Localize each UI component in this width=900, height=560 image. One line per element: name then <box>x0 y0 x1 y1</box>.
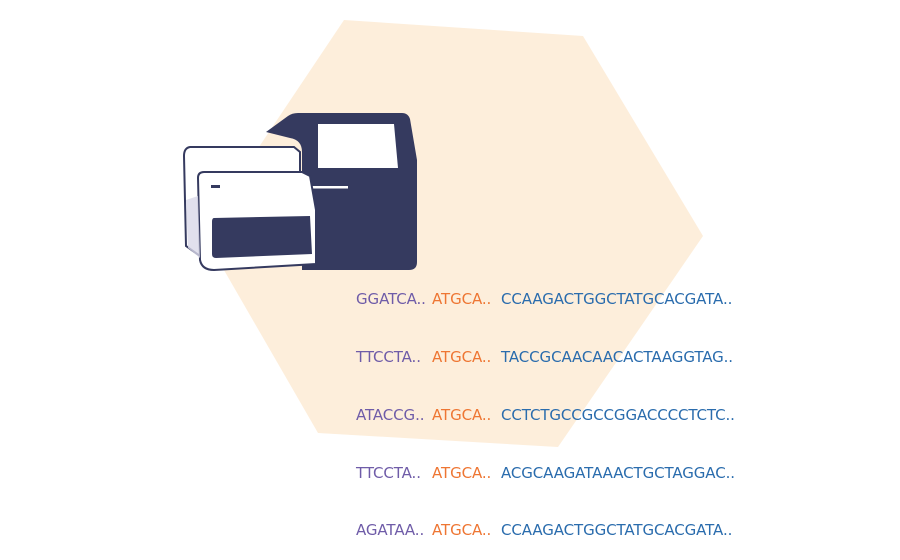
sequence-primer: ATGCA.. <box>432 463 492 482</box>
sequence-primer: ATGCA.. <box>432 289 492 308</box>
sequence-prefix: TTCCTA.. <box>356 347 421 366</box>
sequence-read: TACCGCAACAACACTAAGGTAG.. <box>501 347 733 366</box>
sequencer-front-panel <box>212 216 312 258</box>
sequence-row: GGATCA.. ATGCA.. CCAAGACTGGCTATGCACGATA.. <box>328 271 735 308</box>
sequence-row: AGATAA.. ATGCA.. CCAAGACTGGCTATGCACGATA.. <box>328 502 735 539</box>
illustration-graphics <box>182 20 703 447</box>
sequence-prefix: ATACCG.. <box>356 405 425 424</box>
sequence-read: CCAAGACTGGCTATGCACGATA.. <box>501 289 733 308</box>
sequencer-stripe <box>304 186 348 189</box>
sequence-read: CCAAGACTGGCTATGCACGATA.. <box>501 521 733 540</box>
sequencer-machine-icon <box>182 113 417 272</box>
sequence-prefix: TTCCTA.. <box>356 463 421 482</box>
sequence-reads: GGATCA..ATGCA..CCAAGACTGGCTATGCACGATA.. … <box>328 232 735 560</box>
sequence-row: TTCCTA.. ATGCA.. ACGCAAGATAAACTGCTAGGAC.. <box>328 444 735 482</box>
sequence-prefix: GGATCA.. <box>356 289 426 308</box>
sequencer-side-shade <box>186 196 200 258</box>
sequencer-screen <box>318 124 398 168</box>
sequence-read: CCTCTGCCGCCGGACCCCTCTC.. <box>501 405 735 424</box>
sequence-row: TTCCTA.. ATGCA.. TACCGCAACAACACTAAGGTAG.. <box>328 328 735 366</box>
sequence-primer: ATGCA.. <box>432 347 492 366</box>
sequence-prefix: AGATAA.. <box>356 521 425 540</box>
sequence-primer: ATGCA.. <box>432 521 492 540</box>
sequencer-indicator <box>211 185 220 188</box>
sequence-row: ATACCG.. ATGCA.. CCTCTGCCGCCGGACCCCTCTC.. <box>328 386 735 424</box>
sequence-primer: ATGCA.. <box>432 405 492 424</box>
illustration: GGATCA..ATGCA..CCAAGACTGGCTATGCACGATA.. … <box>182 20 735 539</box>
sequence-read: ACGCAAGATAAACTGCTAGGAC.. <box>501 463 735 482</box>
